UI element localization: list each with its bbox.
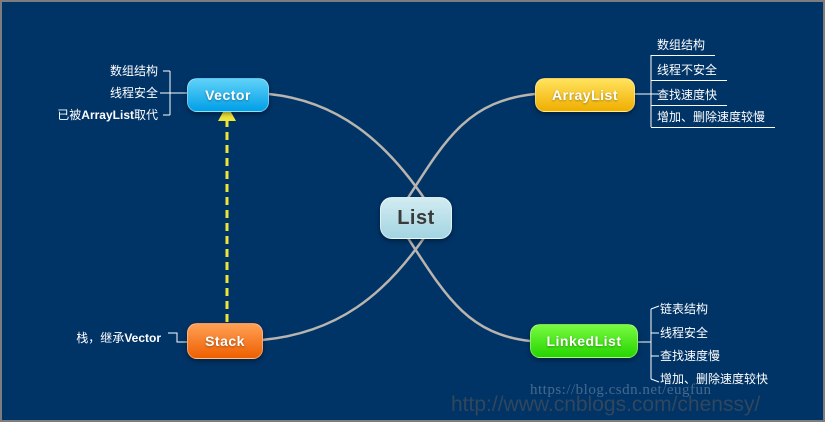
stack-note-bold: Vector (124, 331, 161, 345)
watermark-csdn: https://blog.csdn.net/eugfun (530, 382, 712, 398)
node-vector[interactable]: Vector (187, 78, 269, 112)
edge-list-arraylist (404, 92, 536, 202)
edge-list-linkedlist (404, 234, 531, 343)
edge-list-stack (261, 234, 428, 342)
vector-note-replaced-pre: 已被 (57, 108, 82, 122)
linkedlist-note-fast-modify: 增加、删除速度较快 (660, 372, 769, 386)
vector-note-thread-safe: 线程安全 (109, 86, 158, 100)
arraylist-note-slow-modify: 增加、删除速度较慢 (651, 110, 776, 128)
inheritance-arrowhead-icon (218, 105, 236, 121)
watermark-cnblogs: http://www.cnblogs.com/chenssy/ (451, 393, 761, 416)
stack-note-hook (168, 332, 187, 343)
arraylist-notes-bracket (634, 55, 658, 127)
linkedlist-note-thread-safe: 线程安全 (660, 326, 709, 340)
node-stack[interactable]: Stack (187, 323, 263, 359)
node-linkedlist[interactable]: LinkedList (530, 324, 638, 358)
linkedlist-notes-bracket (637, 305, 660, 383)
vector-note-replaced: 已被ArrayList取代 (57, 108, 158, 122)
stack-note-inherits-vector: 栈，继承Vector (76, 331, 161, 345)
edge-list-vector (268, 92, 428, 202)
arraylist-note-not-thread-safe: 线程不安全 (651, 63, 728, 81)
linkedlist-note-slow-lookup: 查找速度慢 (660, 349, 721, 363)
arraylist-note-fast-lookup: 查找速度快 (651, 88, 728, 106)
arraylist-note-array-structure: 数组结构 (651, 38, 716, 56)
vector-note-replaced-bold: ArrayList (81, 108, 134, 122)
stack-note-pre: 栈，继承 (76, 331, 125, 345)
vector-note-replaced-post: 取代 (133, 108, 158, 122)
vector-notes-bracket (160, 70, 187, 116)
node-arraylist[interactable]: ArrayList (535, 78, 635, 112)
node-list[interactable]: List (380, 197, 452, 239)
linkedlist-note-linked-structure: 链表结构 (660, 302, 709, 316)
vector-note-array-structure: 数组结构 (109, 64, 158, 78)
